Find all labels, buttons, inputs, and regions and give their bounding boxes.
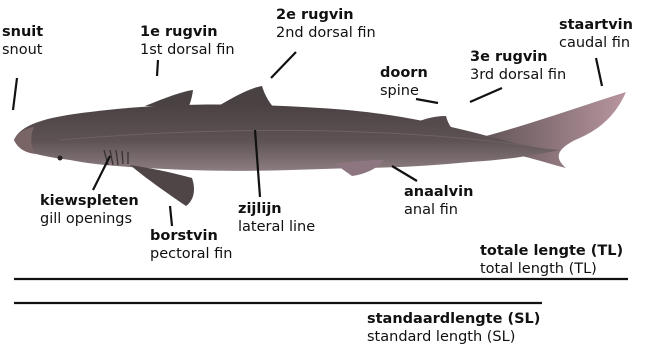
- label-standard-length-en: standard length (SL): [367, 328, 540, 346]
- label-caudal-en: caudal fin: [559, 34, 633, 52]
- pectoral-leader: [170, 206, 172, 226]
- eye-shape: [58, 156, 63, 161]
- label-first-dorsal: 1e rugvin 1st dorsal fin: [140, 23, 235, 59]
- label-snout: snuit snout: [2, 23, 43, 59]
- dorsal1-leader: [157, 60, 158, 76]
- label-gill-en: gill openings: [40, 210, 139, 228]
- label-pectoral-nl: borstvin: [150, 227, 232, 245]
- pectoral-fin-shape: [130, 165, 194, 206]
- label-snout-en: snout: [2, 41, 43, 59]
- label-second-dorsal: 2e rugvin 2nd dorsal fin: [276, 6, 376, 42]
- label-snout-nl: snuit: [2, 23, 43, 41]
- label-lateral-nl: zijlijn: [238, 200, 315, 218]
- label-third-dorsal-nl: 3e rugvin: [470, 48, 566, 66]
- label-standard-length: standaardlengte (SL) standard length (SL…: [367, 310, 540, 346]
- label-pectoral-en: pectoral fin: [150, 245, 232, 263]
- label-first-dorsal-en: 1st dorsal fin: [140, 41, 235, 59]
- label-anal-en: anal fin: [404, 201, 473, 219]
- label-caudal: staartvin caudal fin: [559, 16, 633, 52]
- label-spine-en: spine: [380, 82, 428, 100]
- label-spine-nl: doorn: [380, 64, 428, 82]
- caudal-leader: [596, 58, 602, 86]
- label-anal: anaalvin anal fin: [404, 183, 473, 219]
- label-third-dorsal: 3e rugvin 3rd dorsal fin: [470, 48, 566, 84]
- label-standard-length-nl: standaardlengte (SL): [367, 310, 540, 328]
- dorsal3-leader: [470, 88, 502, 102]
- label-total-length: totale lengte (TL) total length (TL): [480, 242, 623, 278]
- label-lateral: zijlijn lateral line: [238, 200, 315, 236]
- shark-body-shape: [14, 105, 560, 171]
- label-gill: kiewspleten gill openings: [40, 192, 139, 228]
- label-caudal-nl: staartvin: [559, 16, 633, 34]
- label-pectoral: borstvin pectoral fin: [150, 227, 232, 263]
- label-gill-nl: kiewspleten: [40, 192, 139, 210]
- dorsal2-leader: [271, 52, 296, 78]
- label-second-dorsal-en: 2nd dorsal fin: [276, 24, 376, 42]
- label-second-dorsal-nl: 2e rugvin: [276, 6, 376, 24]
- label-spine: doorn spine: [380, 64, 428, 100]
- label-total-length-nl: totale lengte (TL): [480, 242, 623, 260]
- label-lateral-en: lateral line: [238, 218, 315, 236]
- anal-leader: [392, 166, 417, 181]
- label-total-length-en: total length (TL): [480, 260, 623, 278]
- label-third-dorsal-en: 3rd dorsal fin: [470, 66, 566, 84]
- label-first-dorsal-nl: 1e rugvin: [140, 23, 235, 41]
- label-anal-nl: anaalvin: [404, 183, 473, 201]
- snout-leader: [13, 78, 17, 110]
